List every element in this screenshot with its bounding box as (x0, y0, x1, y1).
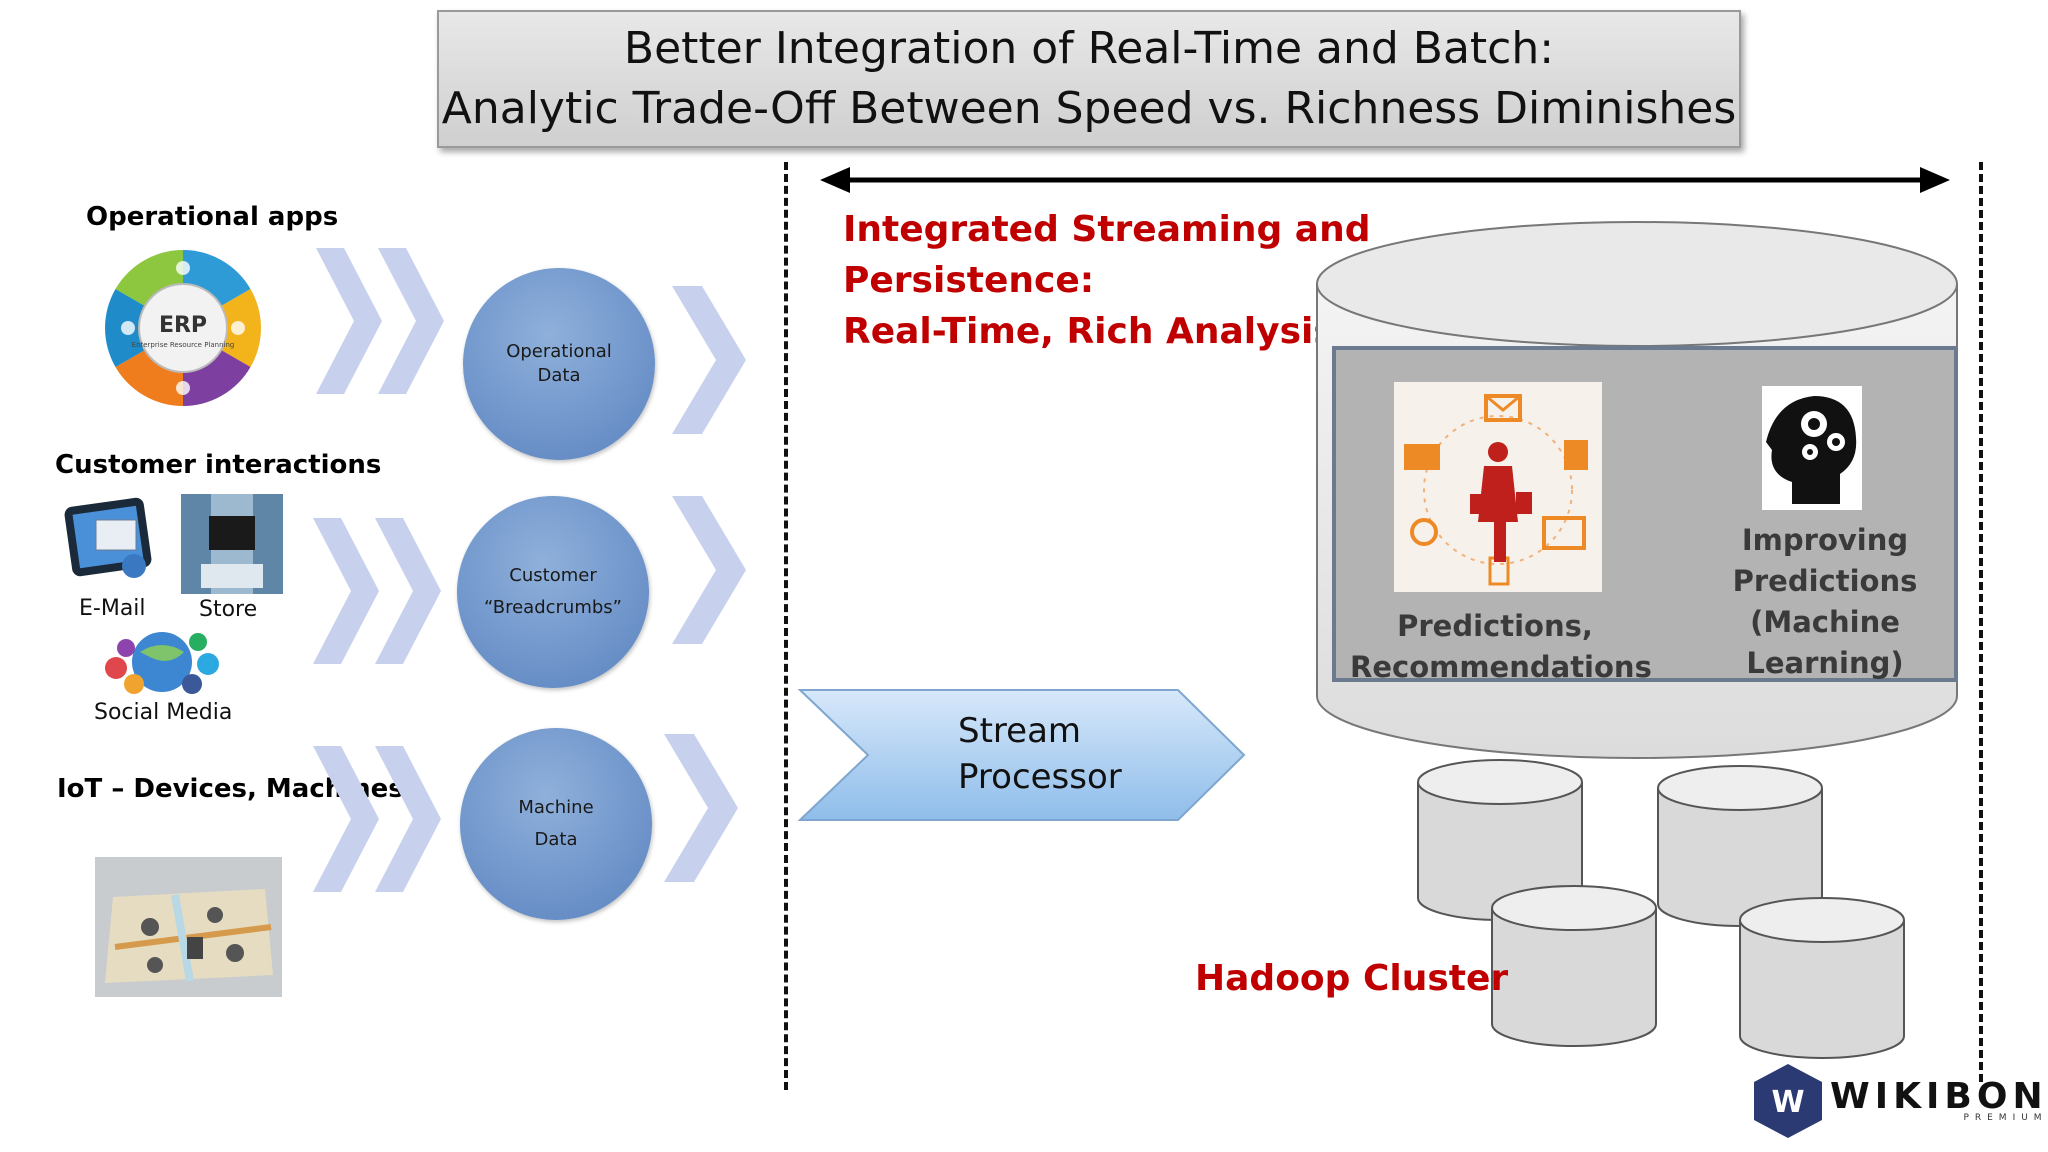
circle-label-line: Operational (506, 341, 612, 362)
iot-map-icon (95, 857, 282, 997)
predictions-label: Predictions, Recommendations (1350, 606, 1652, 688)
hadoop-node-cylinder (1739, 897, 1905, 1059)
predictions-line-2: Recommendations (1350, 650, 1652, 684)
hadoop-node-cylinder (1657, 765, 1823, 927)
stream-processor-line-2: Processor (958, 757, 1122, 797)
improving-predictions-label: Improving Predictions (Machine Learning) (1700, 520, 1950, 684)
improving-line-2: Predictions (1732, 564, 1918, 598)
store-icon (181, 494, 283, 594)
right-dashed-divider (1979, 162, 1983, 1082)
integrated-line-3: Real-Time, Rich Analysis (843, 311, 1335, 352)
wikibon-logo-subtext: PREMIUM (1963, 1113, 2048, 1123)
left-dashed-divider (784, 162, 788, 1090)
circle-label-line: Data (534, 829, 578, 850)
machine-data-circle: Machine Data (460, 728, 652, 920)
title-line-2: Analytic Trade-Off Between Speed vs. Ric… (441, 83, 1737, 134)
stream-processor-label: Stream Processor (958, 708, 1122, 800)
hadoop-node-cylinder (1417, 759, 1583, 921)
customer-input-chevrons (313, 518, 441, 664)
customer-output-chevron (672, 496, 746, 644)
stream-processor-arrow (797, 689, 1246, 821)
integrated-line-2: Persistence: (843, 260, 1095, 301)
erp-logo-subtext: Enterprise Resource Planning (132, 341, 235, 349)
erp-wheel-icon: ERP Enterprise Resource Planning (105, 250, 261, 406)
wikibon-logo: WIKIBON PREMIUM (1830, 1076, 2048, 1123)
circle-label-line: “Breadcrumbs” (483, 597, 623, 618)
circle-label-line: Customer (509, 565, 597, 586)
email-label: E-Mail (79, 596, 146, 621)
social-media-label: Social Media (94, 700, 233, 725)
predictions-shopper-icon (1394, 382, 1602, 592)
machine-learning-head-icon (1762, 386, 1862, 510)
operational-apps-label: Operational apps (86, 202, 339, 232)
title-banner: Better Integration of Real-Time and Batc… (437, 10, 1741, 148)
circle-label-line: Machine (518, 797, 594, 818)
store-label: Store (199, 597, 258, 622)
wikibon-logo-text: WIKIBON (1830, 1076, 2048, 1117)
integrated-heading: Integrated Streaming and Persistence: Re… (843, 204, 1370, 357)
hadoop-cluster-label: Hadoop Cluster (1195, 958, 1509, 999)
improving-line-1: Improving (1741, 523, 1909, 557)
operational-output-chevron (672, 286, 746, 434)
operational-data-circle: Operational Data (463, 268, 655, 460)
operational-input-chevrons (316, 248, 444, 394)
integrated-line-1: Integrated Streaming and (843, 209, 1371, 250)
hadoop-node-cylinder (1491, 885, 1657, 1047)
email-tablet-icon (64, 497, 152, 578)
machine-output-chevron (664, 734, 738, 882)
wikibon-logo-letter: W (1771, 1085, 1804, 1120)
erp-logo-text: ERP (159, 313, 207, 338)
predictions-line-1: Predictions, (1397, 609, 1593, 643)
machine-input-chevrons (313, 746, 441, 892)
customer-interactions-label: Customer interactions (55, 450, 382, 480)
circle-label-line: Data (537, 365, 581, 386)
title-line-1: Better Integration of Real-Time and Batc… (623, 23, 1555, 74)
wikibon-hexagon-logo-icon: W (1754, 1064, 1822, 1138)
improving-line-3: (Machine (1750, 605, 1900, 639)
customer-breadcrumbs-circle: Customer “Breadcrumbs” (457, 496, 649, 688)
stream-processor-line-1: Stream (958, 711, 1082, 751)
improving-line-4: Learning) (1746, 646, 1904, 680)
double-arrow (820, 167, 1950, 193)
social-media-globe-icon (105, 632, 219, 694)
